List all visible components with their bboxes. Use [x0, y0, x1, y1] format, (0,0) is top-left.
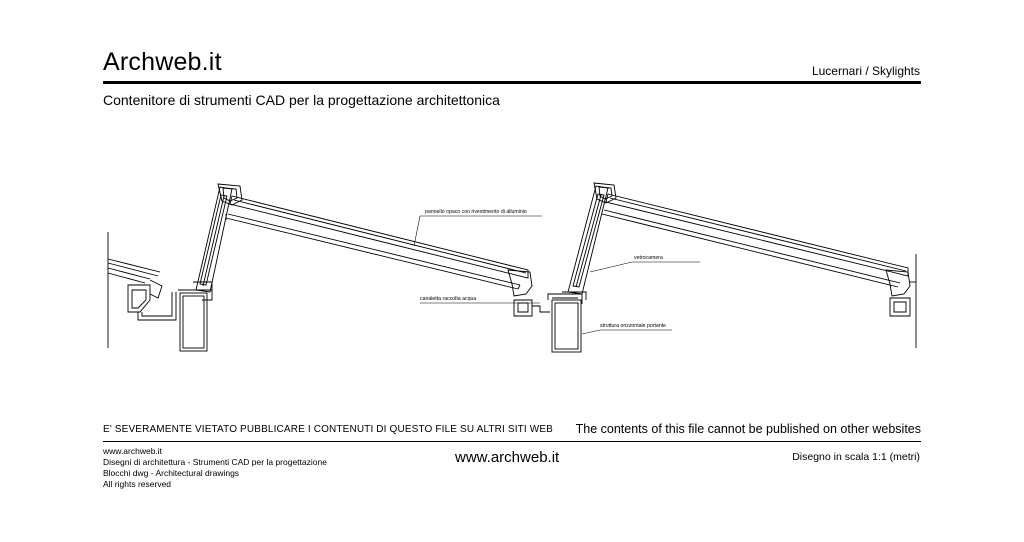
warning-italian: E' SEVERAMENTE VIETATO PUBBLICARE I CONT…: [103, 424, 553, 435]
warning-english: The contents of this file cannot be publ…: [575, 422, 921, 436]
footer-info: www.archweb.it Disegni di architettura -…: [103, 446, 327, 490]
header-rule: [103, 81, 921, 84]
label-vetrocamera: vetrocamera: [634, 255, 663, 261]
info-line: Disegni di architettura - Strumenti CAD …: [103, 457, 327, 467]
leader-lines: [413, 215, 700, 335]
brand-title: Archweb.it: [103, 48, 222, 76]
category-label: Lucernari / Skylights: [811, 64, 920, 78]
label-pannello: pannello opaco con rivestimento di allum…: [425, 209, 527, 215]
right-skylight-section: [547, 182, 917, 353]
label-canaletta: canaletta raccolta acqua: [420, 296, 476, 302]
subtitle: Contenitore di strumenti CAD per la prog…: [103, 92, 500, 108]
info-line: www.archweb.it: [103, 446, 163, 456]
label-struttura: struttura orizzontale portante: [600, 323, 666, 329]
footer-rule: [103, 441, 921, 442]
footer-site: www.archweb.it: [455, 449, 560, 466]
info-line: Blocchi dwg - Architectural drawings: [103, 468, 240, 478]
info-line: All rights reserved: [103, 479, 172, 489]
left-skylight-section: [107, 183, 550, 352]
scale-note: Disegno in scala 1:1 (metri): [792, 451, 920, 463]
